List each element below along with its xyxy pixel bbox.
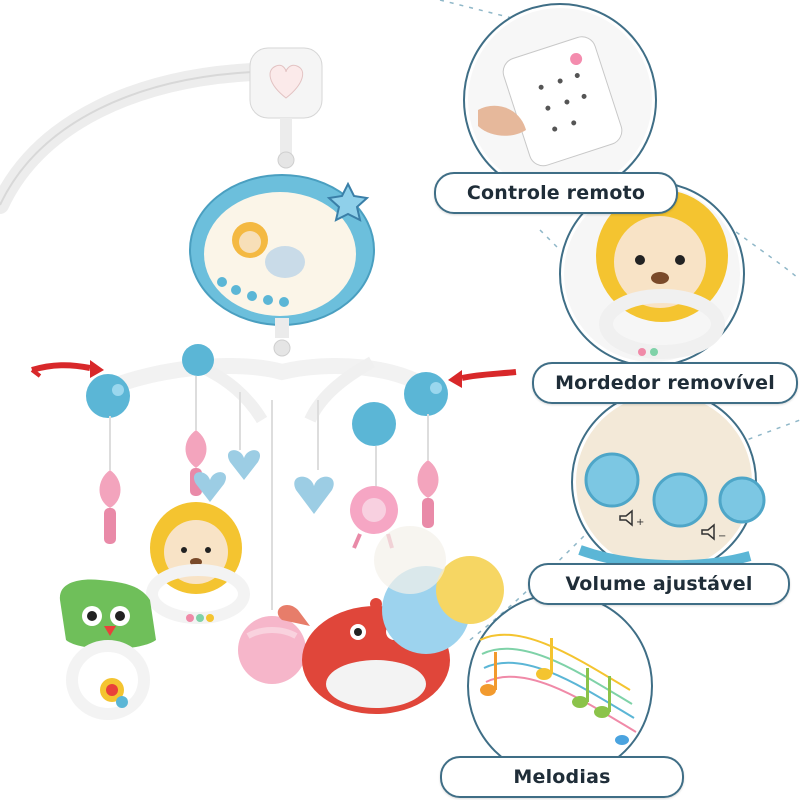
volume-buttons-icon: + − bbox=[578, 452, 766, 571]
lion-teether-icon bbox=[596, 190, 728, 359]
feature-circle-remote bbox=[463, 3, 657, 197]
mobile-crossbar bbox=[86, 344, 448, 446]
projector-unit bbox=[189, 174, 375, 357]
feature-label-volume: Volume ajustável bbox=[528, 563, 790, 605]
heart-clip bbox=[249, 47, 323, 169]
feature-circle-teether bbox=[559, 181, 745, 367]
feature-circle-melodies bbox=[467, 593, 653, 779]
background-toys bbox=[374, 526, 504, 654]
svg-text:−: − bbox=[718, 531, 726, 542]
svg-text:+: + bbox=[636, 517, 644, 528]
feature-label-remote: Controle remoto bbox=[434, 172, 678, 214]
owl-rattle bbox=[59, 579, 157, 720]
feature-circle-volume: + − bbox=[571, 389, 766, 575]
hanging-strings bbox=[109, 376, 429, 610]
rotation-arrows bbox=[30, 360, 517, 388]
hanging-pendants bbox=[99, 430, 439, 549]
feature-label-melodies: Melodias bbox=[440, 756, 684, 798]
lion-rattle bbox=[146, 502, 250, 624]
music-notes-icon bbox=[479, 633, 637, 745]
mobile-arm bbox=[0, 63, 261, 214]
pink-ball-rattle bbox=[238, 616, 306, 684]
remote-control-icon bbox=[502, 36, 623, 167]
feature-label-teether: Mordedor removível bbox=[532, 362, 798, 404]
